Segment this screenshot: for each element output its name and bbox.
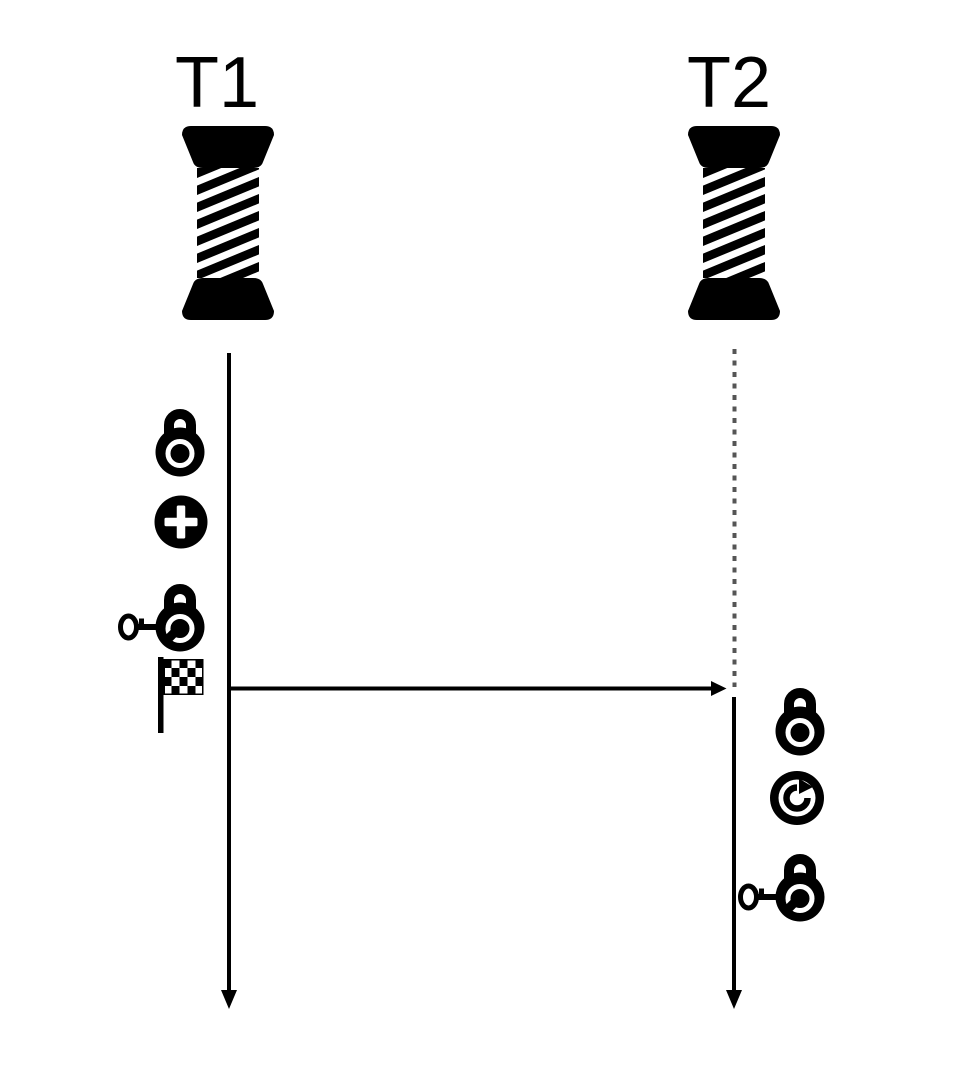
t2-lifeline-arrowhead-icon — [726, 990, 742, 1009]
thread-spool-icon-t2 — [688, 126, 780, 320]
thread-t1-label: T1 — [175, 43, 259, 123]
t1-unlock-key-icon — [121, 589, 205, 652]
t1-finish-flag-icon — [158, 656, 205, 734]
t2-lock-icon — [776, 693, 825, 756]
t1-add-icon — [154, 495, 208, 549]
thread-t2-label: T2 — [687, 43, 771, 123]
message-arrowhead-icon — [711, 681, 727, 696]
thread-spool-icon-t1 — [182, 126, 274, 320]
t1-lock-icon — [156, 414, 205, 477]
t1-lifeline-arrowhead-icon — [221, 990, 237, 1009]
t2-unlock-key-icon — [741, 859, 825, 922]
t2-retry-icon — [770, 771, 824, 825]
